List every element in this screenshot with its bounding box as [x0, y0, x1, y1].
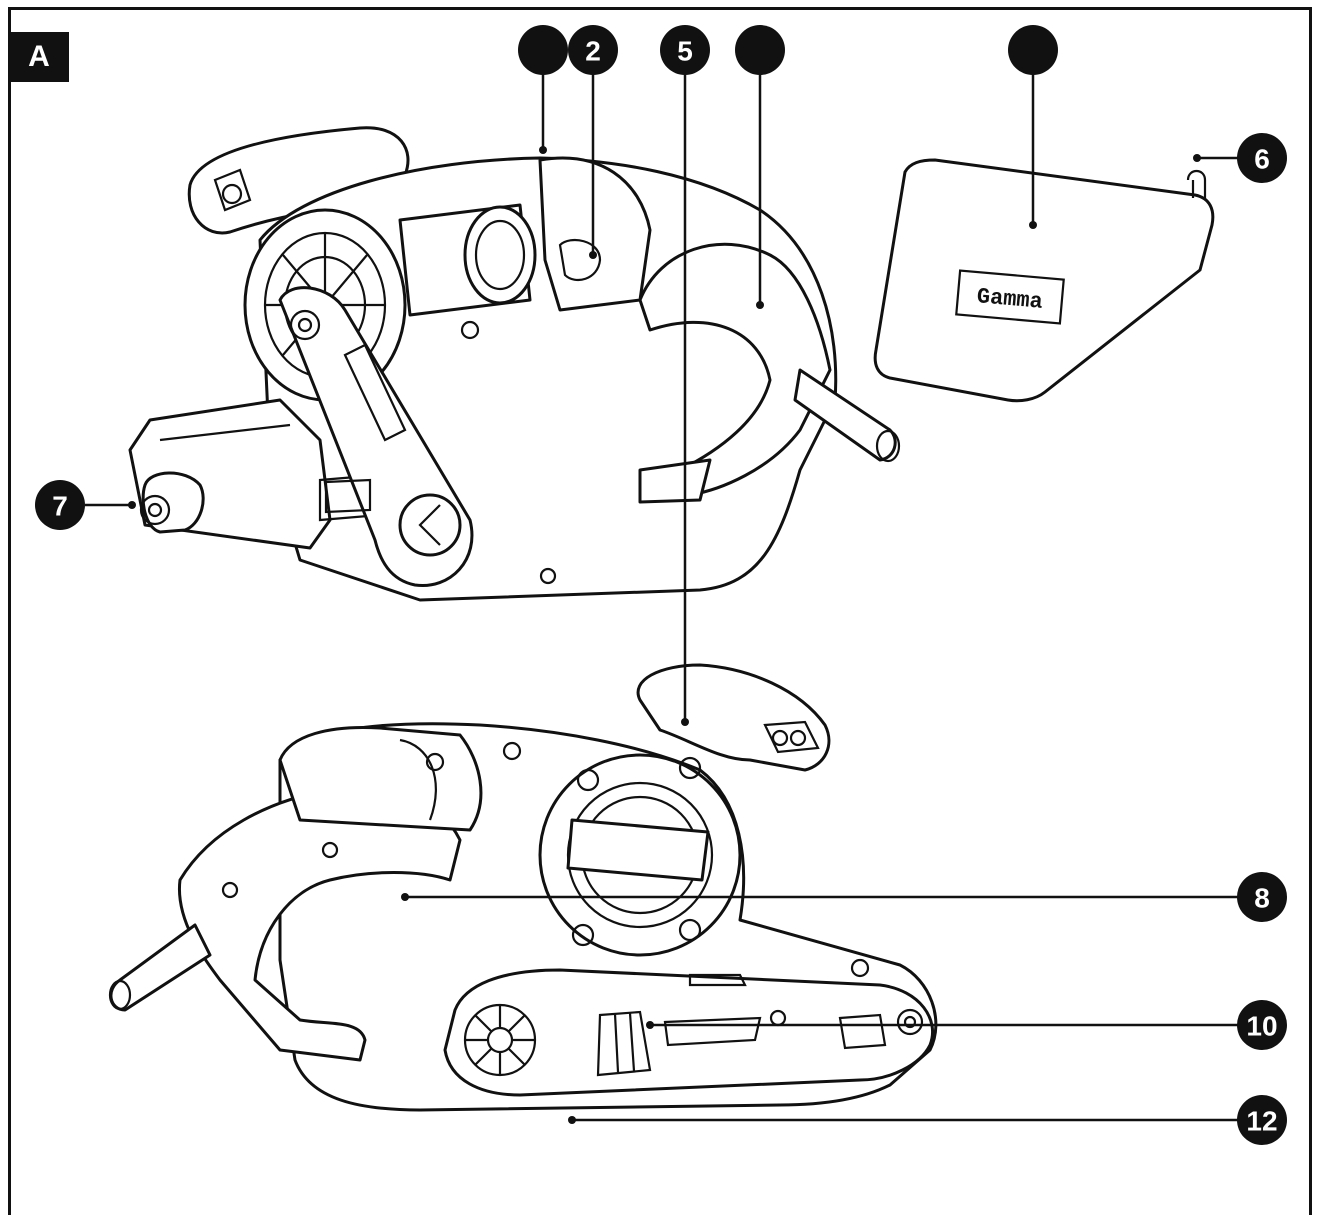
- callout-text: 10: [1246, 1011, 1277, 1042]
- callout-blank-1: [518, 25, 568, 75]
- callout-blank-4: [735, 25, 785, 75]
- callout-7: 7: [35, 480, 85, 530]
- callout-5: 5: [660, 25, 710, 75]
- figure-frame: [8, 7, 1312, 1215]
- callout-text: 7: [52, 491, 68, 522]
- leader-lines: [85, 72, 1238, 1124]
- callout-text: 2: [585, 36, 601, 67]
- callout-6: 6: [1237, 133, 1287, 183]
- callout-blank-right: [1008, 25, 1058, 75]
- callout-text: 6: [1254, 144, 1270, 175]
- callout-text: 8: [1254, 883, 1270, 914]
- top-sander: [128, 126, 901, 602]
- tension-knob: [139, 471, 205, 534]
- logo-text: Gamma: [976, 284, 1044, 315]
- bottom-sander: [108, 663, 938, 1112]
- callout-text: 12: [1246, 1106, 1277, 1137]
- callout-10: 10: [1237, 1000, 1287, 1050]
- callout-12: 12: [1237, 1095, 1287, 1145]
- figure-label: A: [9, 32, 69, 82]
- callout-2: 2: [568, 25, 618, 75]
- callout-text: 5: [677, 36, 693, 67]
- callout-8: 8: [1237, 872, 1287, 922]
- dust-cover-plate: Gamma: [873, 158, 1215, 403]
